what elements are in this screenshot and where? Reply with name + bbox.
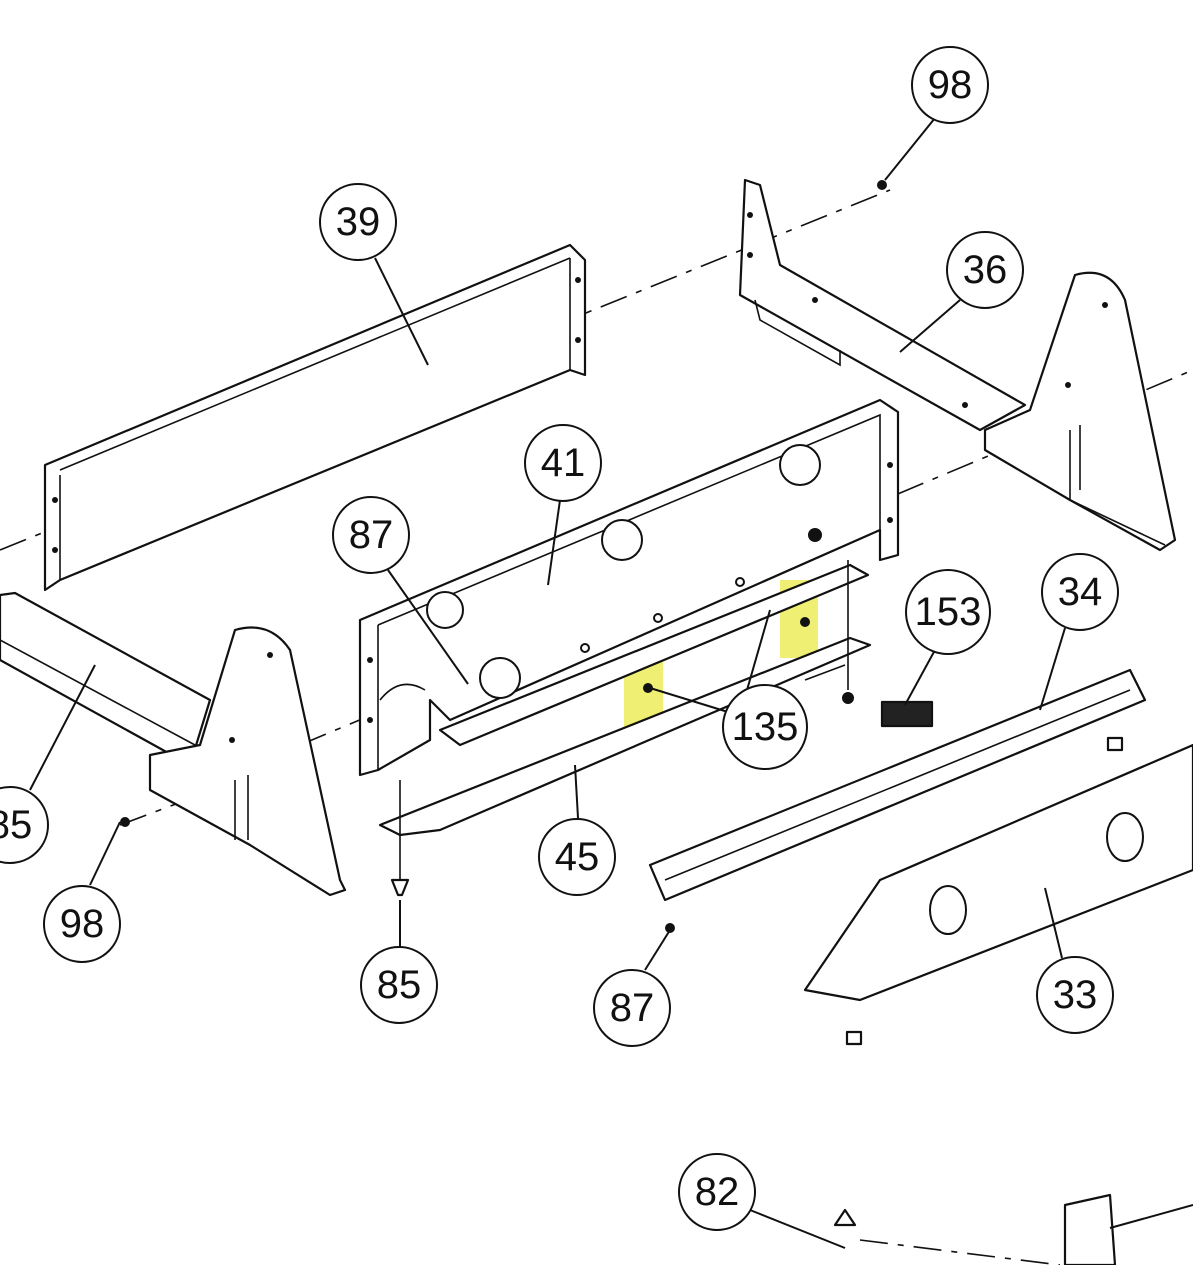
svg-text:98: 98 — [928, 63, 973, 107]
callout-39: 39 — [319, 183, 397, 261]
part-34-rail — [648, 668, 1147, 902]
callout-82: 82 — [678, 1153, 756, 1231]
callout-135: 135 — [722, 684, 808, 770]
leader-lines — [29, 117, 1193, 1249]
callout-33: 33 — [1036, 956, 1114, 1034]
part-33-channel — [803, 743, 1193, 1046]
callout-87-upper: 87 — [332, 496, 410, 574]
svg-text:39: 39 — [336, 200, 381, 244]
centerline-bottom — [859, 1239, 1061, 1265]
part-39-panel — [43, 243, 587, 592]
part-135-channel — [438, 563, 870, 747]
callout-41: 41 — [524, 424, 602, 502]
svg-text:153: 153 — [915, 590, 982, 634]
svg-text:98: 98 — [60, 902, 105, 946]
callout-98-top: 98 — [911, 46, 989, 124]
part-153-block — [880, 700, 934, 728]
svg-text:34: 34 — [1058, 570, 1103, 614]
part-85-rail-left — [0, 591, 212, 767]
svg-text:45: 45 — [555, 835, 600, 879]
callout-85-left: 85 — [0, 786, 49, 864]
svg-text:87: 87 — [349, 513, 394, 557]
part-side-frame-right — [983, 271, 1177, 552]
fasteners — [120, 180, 1117, 1265]
callout-85-bottom: 85 — [360, 946, 438, 1024]
callout-87-lower: 87 — [593, 969, 671, 1047]
part-36-bracket — [738, 178, 1027, 432]
svg-text:41: 41 — [541, 441, 586, 485]
svg-text:85: 85 — [377, 963, 422, 1007]
svg-text:36: 36 — [963, 248, 1008, 292]
part-41-panel — [358, 398, 900, 777]
callout-98-bottom: 98 — [43, 885, 121, 963]
svg-text:33: 33 — [1053, 973, 1098, 1017]
callout-36: 36 — [946, 231, 1024, 309]
callout-45: 45 — [538, 818, 616, 896]
callout-34: 34 — [1041, 553, 1119, 631]
svg-text:82: 82 — [695, 1170, 740, 1214]
callout-153: 153 — [905, 569, 991, 655]
svg-text:85: 85 — [0, 803, 32, 847]
svg-text:87: 87 — [610, 986, 655, 1030]
svg-text:135: 135 — [732, 705, 799, 749]
part-side-frame-left — [148, 626, 347, 897]
